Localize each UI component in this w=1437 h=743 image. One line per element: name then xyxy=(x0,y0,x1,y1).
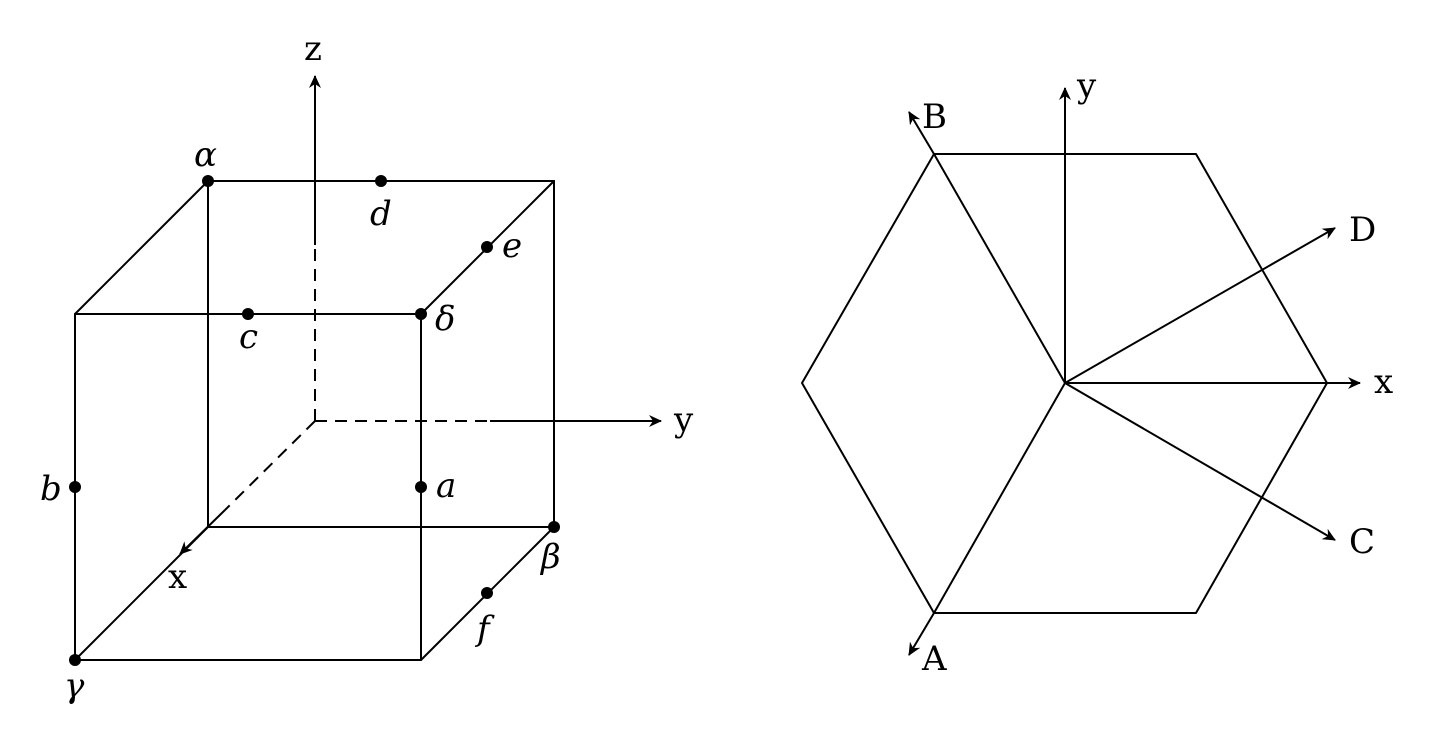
cube-diagram: z y x α δ β γ a b c d e f xyxy=(40,29,694,706)
vertex-delta-label: δ xyxy=(435,299,455,339)
direction-a-label: A xyxy=(921,639,947,679)
cube-z-axis-label: z xyxy=(304,29,322,69)
point-e-label: e xyxy=(502,226,522,266)
cube-edge-bottom-left-diagonal xyxy=(74,526,209,661)
point-a-dot xyxy=(415,481,427,493)
hex-y-axis-label: y xyxy=(1076,66,1097,106)
point-d-label: d xyxy=(370,194,392,234)
direction-d-label: D xyxy=(1349,210,1376,250)
point-b-label: b xyxy=(40,469,62,509)
cube-y-axis-label: y xyxy=(673,400,694,440)
vertex-beta-dot xyxy=(548,521,560,533)
point-f-dot xyxy=(481,587,493,599)
vertex-delta-dot xyxy=(415,308,427,320)
direction-c-vector xyxy=(1064,382,1336,541)
x-axis-hidden-segment xyxy=(224,420,316,511)
hexagon-edge-center-to-upper-left xyxy=(933,153,1066,384)
vertex-alpha-dot xyxy=(202,175,214,187)
direction-b-extension xyxy=(908,111,935,155)
point-a-label: a xyxy=(436,466,456,506)
hexagon-diagram: y x B A D C xyxy=(801,66,1393,679)
point-f-label: f xyxy=(474,609,495,649)
point-b-dot xyxy=(69,481,81,493)
point-c-label: c xyxy=(239,317,258,357)
hexagon-edge-center-to-lower-left xyxy=(933,382,1066,614)
point-e-dot xyxy=(481,241,493,253)
vertex-gamma-label: γ xyxy=(64,666,85,706)
vertex-gamma-dot xyxy=(69,654,81,666)
hex-x-axis-label: x xyxy=(1374,362,1393,402)
cube-x-axis-label: x xyxy=(168,557,187,597)
hexagon-outline xyxy=(801,153,1328,614)
point-c-dot xyxy=(242,308,254,320)
vertex-alpha-label: α xyxy=(194,135,217,175)
direction-b-label: B xyxy=(922,97,947,137)
vertex-beta-label: β xyxy=(539,537,561,577)
point-d-dot xyxy=(375,175,387,187)
cube-edge-top-left xyxy=(74,180,209,315)
direction-d-vector xyxy=(1064,227,1336,384)
direction-a-extension xyxy=(908,612,935,656)
direction-c-label: C xyxy=(1349,522,1375,562)
